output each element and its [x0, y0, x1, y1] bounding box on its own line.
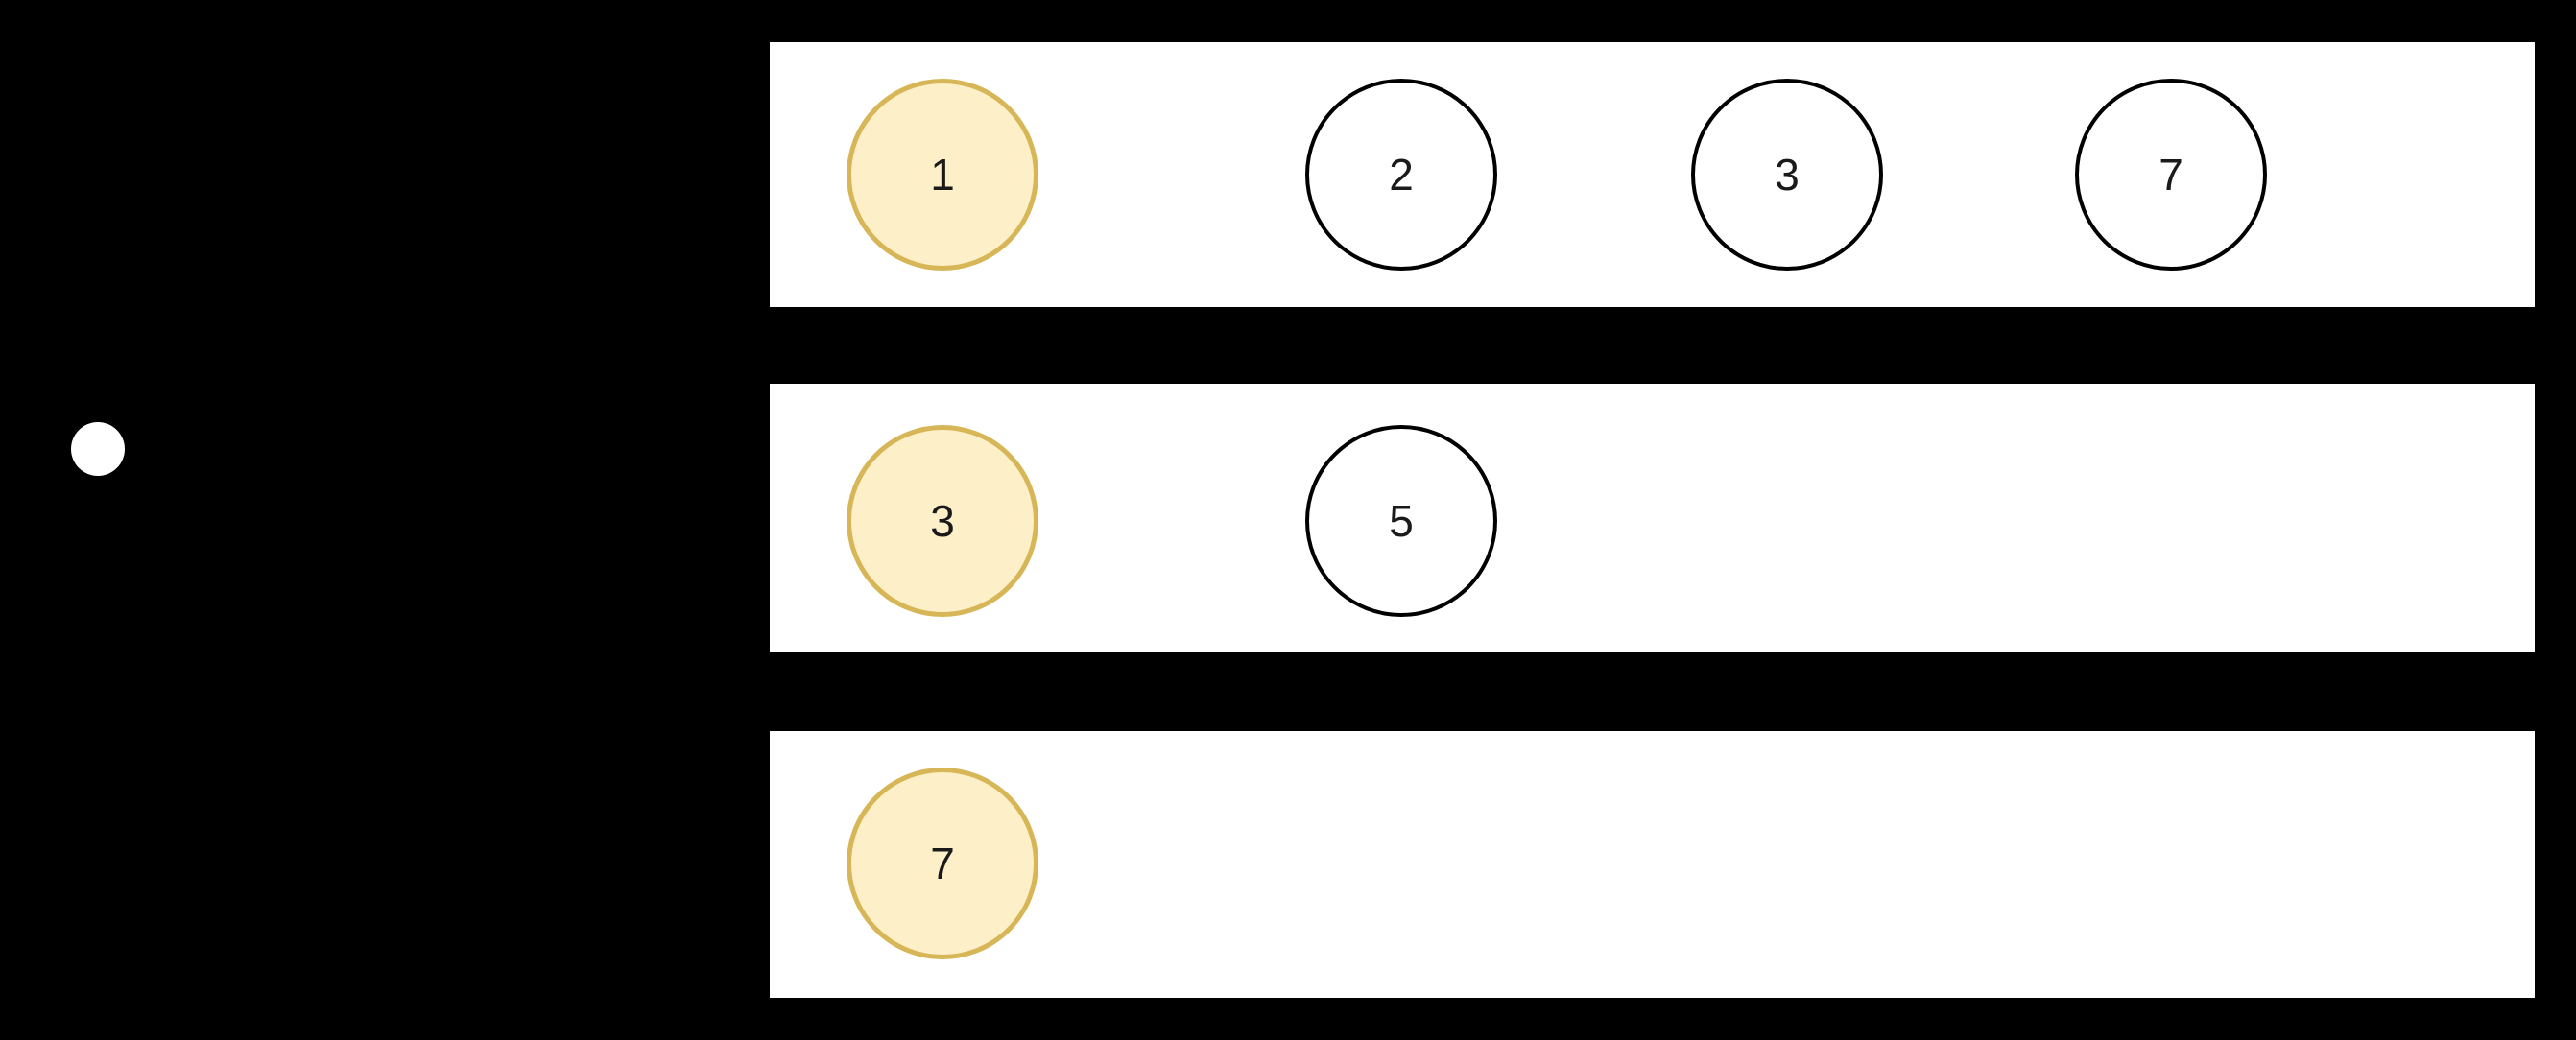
node-circle[interactable]: 2: [1305, 79, 1497, 271]
node-label: 3: [1775, 150, 1800, 200]
node-label: 5: [1389, 496, 1414, 546]
node-circle[interactable]: 7: [2075, 79, 2267, 271]
node-circle[interactable]: 7: [847, 768, 1038, 959]
node-circle[interactable]: 3: [1691, 79, 1883, 271]
bucket-row-1[interactable]: 1 2 3 7: [770, 42, 2535, 307]
node-label: 1: [930, 150, 955, 200]
node-label: 3: [930, 496, 955, 546]
node-circle[interactable]: 5: [1305, 425, 1497, 617]
node-label: 2: [1389, 150, 1414, 200]
pointer-dot: [71, 422, 125, 476]
node-label: 7: [2159, 150, 2183, 200]
node-circle[interactable]: 1: [847, 79, 1038, 271]
node-circle[interactable]: 3: [847, 425, 1038, 617]
bucket-row-3[interactable]: 7: [770, 731, 2535, 998]
node-label: 7: [930, 839, 955, 888]
